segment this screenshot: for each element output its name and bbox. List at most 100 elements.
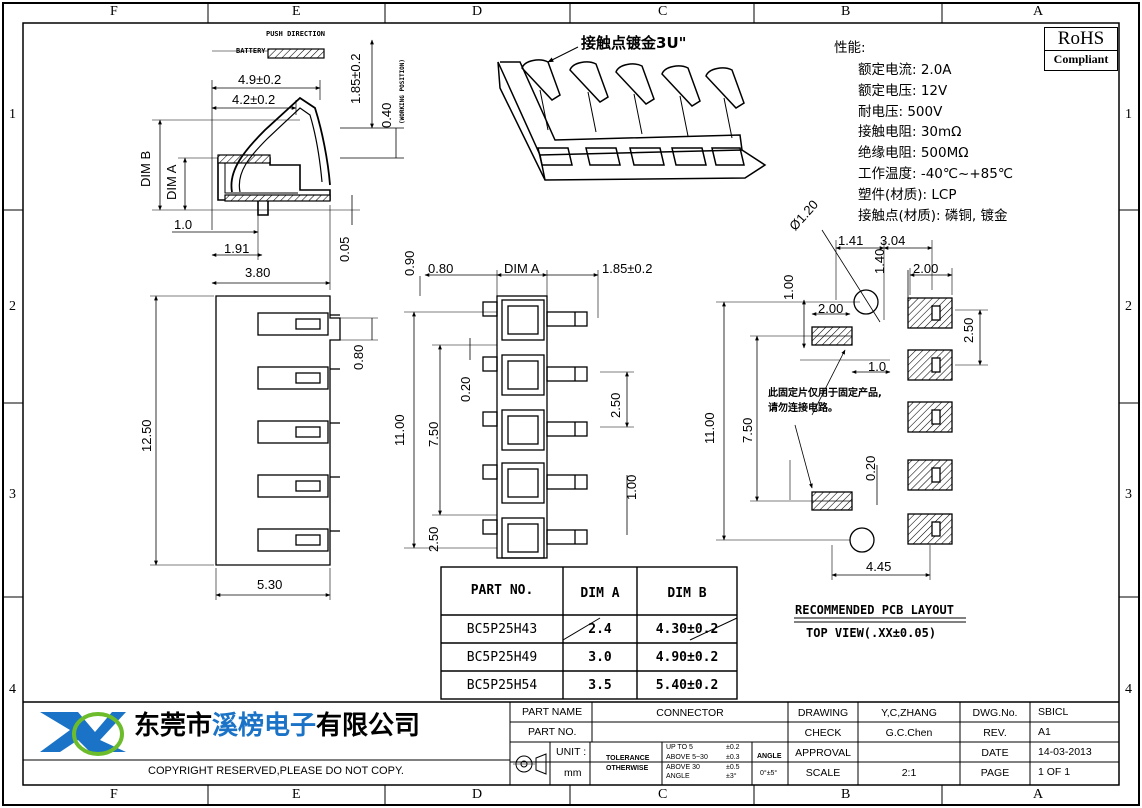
- drawing-label: DRAWING: [797, 707, 849, 719]
- dwg-no-value: SBICL: [1038, 706, 1069, 718]
- working-position-label: (WORKING POSITION): [399, 58, 406, 124]
- dim-2-00-top: 2.00: [913, 261, 939, 276]
- dim-a-label: DIM A: [164, 164, 179, 200]
- contact-pin: [257, 474, 329, 498]
- dim-1-91: 1.91: [224, 241, 250, 256]
- front-pin: [546, 421, 588, 437]
- dim-3-04: 3.04: [880, 233, 906, 248]
- fixing-note-line1: 此固定片仅用于固定产品,: [768, 388, 882, 399]
- contact-pin: [257, 420, 329, 444]
- date-value: 14-03-2013: [1038, 746, 1092, 758]
- spec-line: 接触电阻: 30mΩ: [858, 124, 962, 140]
- unit-label: UNIT :: [556, 746, 587, 758]
- col-label: F: [110, 787, 118, 802]
- row-label: 4: [1125, 682, 1132, 697]
- dim-7-50-front: 7.50: [426, 421, 441, 447]
- col-label: A: [1033, 4, 1044, 19]
- unit-value: mm: [564, 767, 582, 779]
- dim-1-85: 1.85±0.2: [348, 53, 363, 104]
- table-row-dim-b: 4.30±0.2: [655, 622, 719, 637]
- front-tab: [482, 301, 498, 317]
- col-label: A: [1033, 787, 1044, 802]
- copyright-notice: COPYRIGHT RESERVED,PLEASE DO NOT COPY.: [148, 765, 404, 777]
- parts-table-grid: [440, 566, 738, 700]
- dim-2-50-pcb: 2.50: [961, 317, 976, 343]
- front-pin: [546, 474, 588, 490]
- isometric-view: [497, 46, 767, 181]
- drawing-value: Y,C,ZHANG: [881, 707, 937, 719]
- scale-value: 2:1: [901, 767, 917, 779]
- table-header-dim-a: DIM A: [580, 586, 620, 601]
- col-label: B: [841, 4, 851, 19]
- col-label: B: [841, 787, 851, 802]
- dim-a-front: DIM A: [504, 261, 540, 276]
- dim-11-00-pcb: 11.00: [702, 412, 717, 444]
- table-row-dim-b: 4.90±0.2: [655, 650, 719, 665]
- front-tab: [482, 519, 498, 535]
- rohs-title: RoHS: [1057, 28, 1105, 49]
- spec-line: 工作温度: -40℃~+85℃: [858, 166, 1014, 182]
- company-logo: [40, 712, 126, 756]
- tolerance-label: TOLERANCE: [606, 755, 650, 762]
- part-no-label: PART NO.: [528, 726, 577, 738]
- table-row-part: BC5P25H43: [466, 622, 538, 637]
- dim-2-00-mid: 2.00: [818, 301, 844, 316]
- spec-line: 额定电流: 2.0A: [858, 62, 952, 78]
- col-label: D: [472, 4, 483, 19]
- contact-pin: [257, 528, 329, 552]
- rev-value: A1: [1038, 726, 1051, 738]
- contact-window: [501, 299, 545, 341]
- pcb-pad: [907, 401, 953, 433]
- dim-3-80: 3.80: [245, 265, 271, 280]
- contact-tip: [295, 534, 321, 546]
- table-header-part-no: PART NO.: [470, 583, 534, 598]
- plating-note: 接触点镀金3U": [581, 34, 687, 52]
- company-name-highlight: 溪榜电子: [212, 711, 317, 741]
- contact-window: [501, 409, 545, 451]
- dim-7-50-pcb: 7.50: [740, 417, 755, 443]
- row-label: 2: [9, 299, 16, 314]
- dim-1-00-pcb: 1.00: [781, 274, 796, 300]
- table-row-dim-a: 2.4: [588, 622, 612, 637]
- front-pin: [546, 366, 588, 382]
- pcb-pad: [907, 513, 953, 545]
- page-label: PAGE: [980, 767, 1010, 779]
- dim-1-0: 1.0: [174, 217, 193, 232]
- col-label: C: [658, 4, 668, 19]
- front-pin: [546, 529, 588, 545]
- contact-tip: [295, 480, 321, 492]
- top-view: [150, 295, 378, 600]
- approval-label: APPROVAL: [795, 747, 851, 759]
- tol-5-30: ABOVE 5~30: [666, 754, 708, 761]
- push-direction-label: PUSH DIRECTION: [266, 30, 326, 38]
- otherwise-label: OTHERWISE: [606, 765, 649, 772]
- contact-window-inner: [507, 360, 539, 390]
- table-row-part: BC5P25H49: [466, 650, 538, 665]
- dim-1-0-pcb: 1.0: [868, 359, 887, 374]
- dim-0-05: 0.05: [337, 236, 352, 262]
- pcb-pad: [907, 349, 953, 381]
- dim-4-45: 4.45: [866, 559, 892, 574]
- contact-window-inner: [507, 305, 539, 335]
- pcb-pad-slot: [931, 521, 941, 537]
- table-header-dim-b: DIM B: [667, 586, 707, 601]
- row-label: 3: [9, 487, 16, 502]
- col-label: E: [292, 4, 301, 19]
- pcb-pad-slot: [931, 409, 941, 425]
- pcb-pad-slot: [931, 467, 941, 483]
- front-tab: [482, 411, 498, 427]
- title-block-grid: [23, 701, 1119, 785]
- pcb-pad-slot: [931, 357, 941, 373]
- row-label: 4: [9, 682, 16, 697]
- dim-2-50-front-bottom: 2.50: [426, 526, 441, 552]
- dim-1-41: 1.41: [838, 233, 864, 248]
- angle-value: 0°±5°: [760, 770, 778, 777]
- dim-1-00-front: 1.00: [624, 474, 639, 500]
- dim-0-90: 0.90: [402, 250, 417, 276]
- dim-1-40: 1.40: [872, 248, 887, 274]
- table-row-dim-a: 3.0: [588, 650, 612, 665]
- spec-line: 接触点(材质): 磷铜, 镀金: [858, 208, 1008, 224]
- contact-window: [501, 517, 545, 559]
